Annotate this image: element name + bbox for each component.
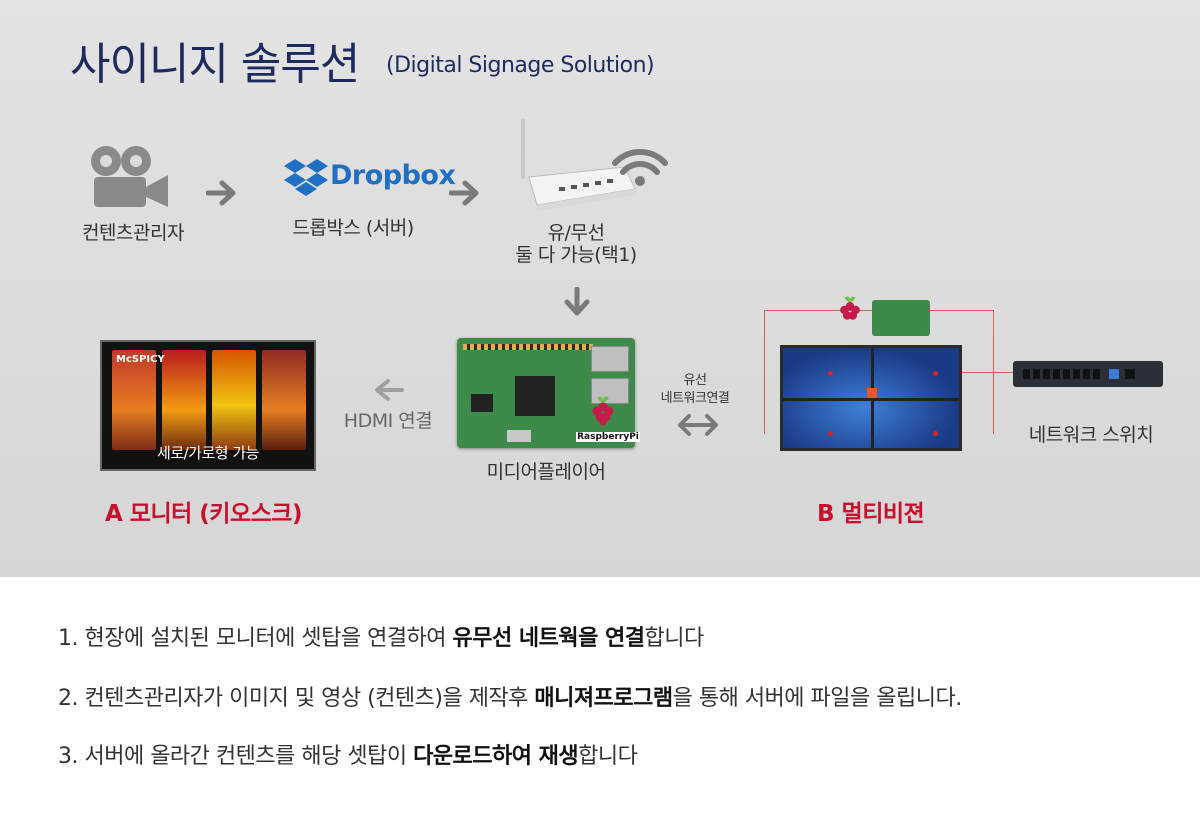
- content-manager-label: 컨텐츠관리자: [82, 222, 184, 244]
- arrow-down-icon: [563, 287, 591, 317]
- step-2-text: 2. 컨텐츠관리자가 이미지 및 영상 (컨텐츠)을 제작후: [58, 686, 535, 711]
- step-2-suffix: 을 통해 서버에 파일을 올립니다.: [672, 686, 963, 711]
- kiosk-monitor-image: McSPICY 세로/가로형 가능: [100, 340, 316, 471]
- step-3-suffix: 합니다: [578, 744, 638, 769]
- raspberry-pi-small-icon: [835, 294, 865, 328]
- step-3-text: 3. 서버에 올라간 컨텐츠를 해당 셋탑이: [58, 744, 414, 769]
- multivision-b-label: B 멀티비젼: [817, 501, 925, 527]
- arrow-right-icon: [206, 180, 238, 206]
- dropbox-logo-icon: [284, 158, 328, 200]
- arrow-left-icon: [372, 378, 404, 402]
- dropbox-brand-text: Dropbox: [330, 160, 456, 191]
- hdmi-connection-label: HDMI 연결: [343, 410, 433, 432]
- dropbox-server-label: 드롭박스 (서버): [292, 217, 414, 239]
- step-1: 1. 현장에 설치된 모니터에 셋탑을 연결하여 유무선 네트웍을 연결합니다: [58, 620, 704, 652]
- step-2: 2. 컨텐츠관리자가 이미지 및 영상 (컨텐츠)을 제작후 매니져프로그램을 …: [58, 680, 962, 712]
- page-subtitle: (Digital Signage Solution): [386, 53, 655, 78]
- raspberry-pi-board-image: [457, 338, 635, 448]
- video-camera-icon: [86, 143, 172, 213]
- network-switch-image: [1013, 361, 1163, 387]
- double-arrow-icon: [676, 412, 720, 438]
- router-label-line1: 유/무선: [547, 222, 605, 244]
- monitor-a-label: A 모니터 (키오스크): [105, 501, 302, 527]
- wired-label-line1: 유선: [683, 373, 707, 388]
- arrow-right-icon: [449, 180, 481, 206]
- router-label-line2: 둘 다 가능(택1): [515, 244, 637, 266]
- switch-cable-line: [962, 372, 1014, 373]
- multivision-screen-image: [780, 345, 962, 451]
- step-1-bold: 유무선 네트웍을 연결: [452, 626, 645, 651]
- kiosk-caption: 세로/가로형 가능: [157, 444, 259, 462]
- wired-label-line2: 네트워크연결: [660, 391, 730, 406]
- wifi-router-icon: [515, 115, 675, 219]
- solution-diagram: 사이니지 솔루션 (Digital Signage Solution) 컨텐츠관…: [0, 0, 1200, 577]
- step-3-bold: 다운로드하여 재생: [413, 744, 579, 769]
- page-title: 사이니지 솔루션: [70, 39, 360, 90]
- step-1-text: 1. 현장에 설치된 모니터에 셋탑을 연결하여: [58, 626, 453, 651]
- step-2-bold: 매니져프로그램: [534, 686, 673, 711]
- kiosk-sign-text: McSPICY: [116, 354, 165, 365]
- raspberry-pi-small-board: [872, 300, 930, 336]
- raspberry-pi-logo-icon: [588, 394, 618, 430]
- media-player-label: 미디어플레이어: [486, 461, 606, 483]
- step-3: 3. 서버에 올라간 컨텐츠를 해당 셋탑이 다운로드하여 재생합니다: [58, 738, 638, 770]
- raspberry-pi-logo-text: RaspberryPi: [576, 432, 640, 442]
- network-switch-label: 네트워크 스위치: [1028, 424, 1154, 446]
- step-1-suffix: 합니다: [644, 626, 705, 651]
